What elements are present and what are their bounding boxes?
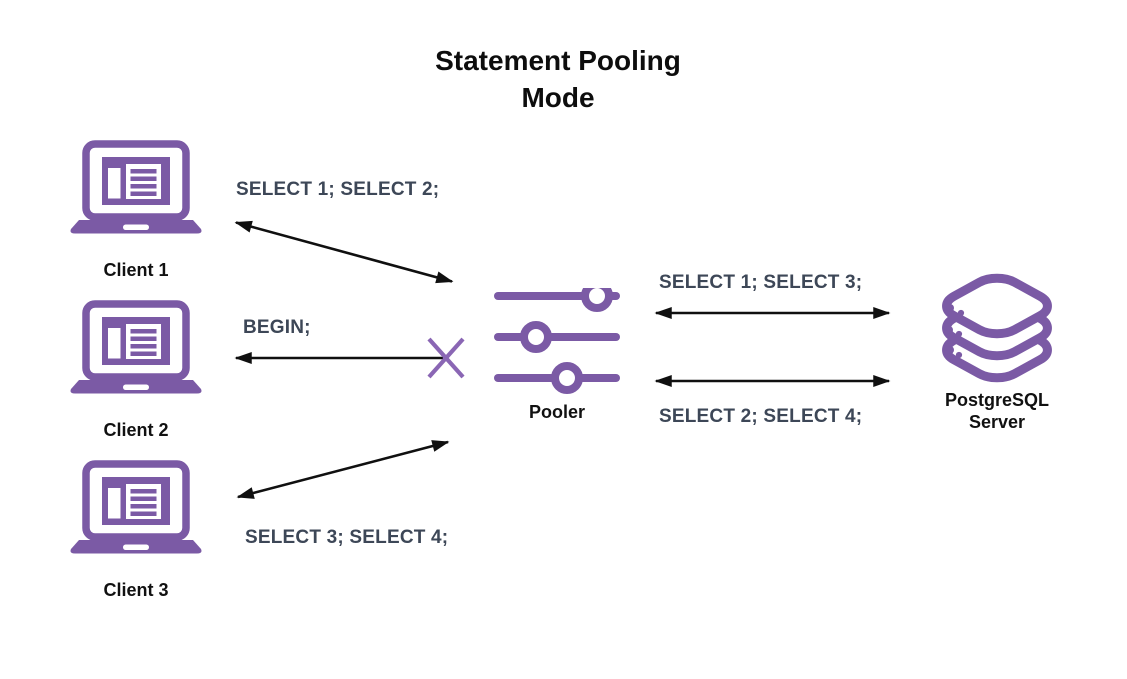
client3-node: Client 3	[68, 460, 204, 601]
message-pooler-server-bottom: SELECT 2; SELECT 4;	[659, 406, 863, 427]
page-title: Statement Pooling Mode	[383, 42, 733, 116]
message-client3-pooler: SELECT 3; SELECT 4;	[245, 527, 449, 548]
client1-node: Client 1	[68, 140, 204, 281]
server-label-line1: PostgreSQL	[944, 390, 1050, 410]
client2-node: Client 2	[68, 300, 204, 441]
client3-label: Client 3	[103, 580, 169, 600]
laptop-icon	[68, 460, 204, 555]
server-label: PostgreSQL Server	[945, 389, 1049, 433]
pooler-label: Pooler	[528, 402, 585, 422]
server-label-line2: Server	[968, 412, 1026, 432]
client2-label: Client 2	[103, 420, 169, 440]
pooler-node: Pooler	[492, 288, 622, 423]
laptop-icon	[68, 300, 204, 395]
client1-label: Client 1	[103, 260, 169, 280]
message-pooler-server-top: SELECT 1; SELECT 3;	[659, 272, 863, 293]
laptop-icon	[68, 140, 204, 235]
x-mark-icon	[427, 337, 465, 379]
page-title-line1: Statement Pooling	[435, 45, 681, 76]
server-node: PostgreSQL Server	[934, 268, 1060, 433]
message-client1-pooler: SELECT 1; SELECT 2;	[236, 179, 440, 200]
arrow-client3-pooler	[236, 440, 450, 499]
message-pooler-client2: BEGIN;	[243, 317, 311, 338]
database-stack-icon	[934, 268, 1060, 386]
page-title-line2: Mode	[521, 82, 595, 113]
arrow-client1-pooler	[234, 220, 454, 284]
sliders-icon	[492, 288, 622, 394]
